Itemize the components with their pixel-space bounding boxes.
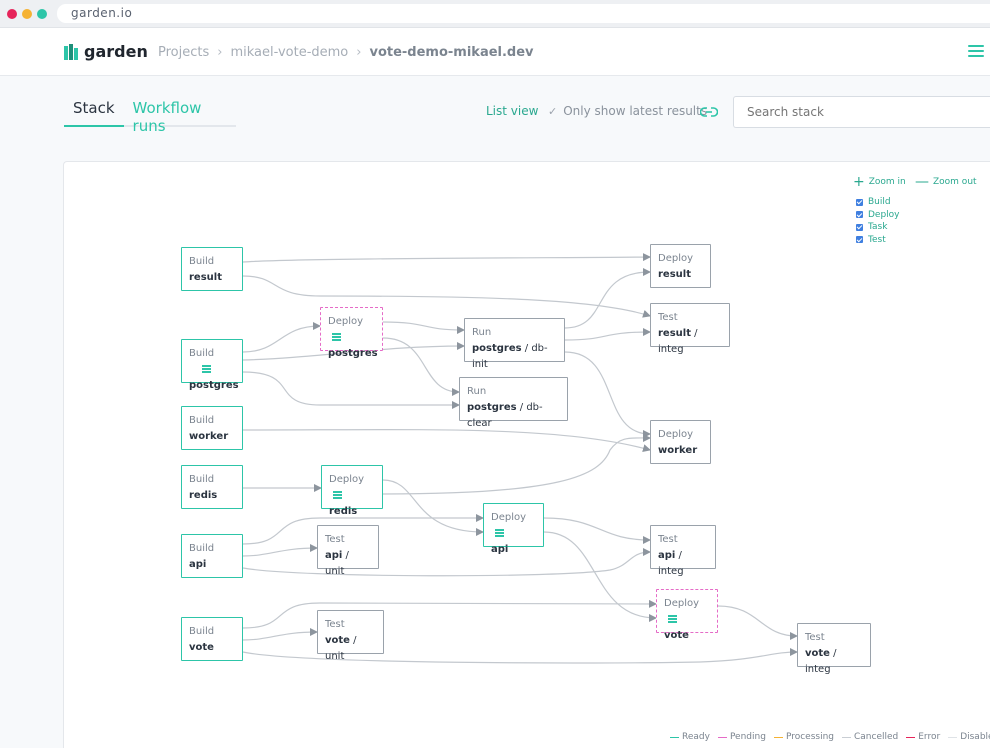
node-test-api-integ[interactable]: Test api / integ <box>650 525 716 577</box>
zoom-in-button[interactable]: +Zoom in <box>853 174 906 190</box>
node-deploy-result[interactable]: Deploy result <box>650 244 711 288</box>
checkbox-icon[interactable] <box>856 236 863 244</box>
node-test-vote-unit[interactable]: Test vote / unit <box>317 610 384 662</box>
node-build-vote[interactable]: Build vote <box>181 617 243 661</box>
legend-pending: Pending <box>717 732 766 742</box>
legend-cancelled: Cancelled <box>842 732 898 742</box>
link-icon[interactable] <box>700 106 718 118</box>
node-menu-icon[interactable] <box>668 615 677 623</box>
tab-stack[interactable]: Stack <box>64 99 124 127</box>
latest-results-label: Only show latest results <box>563 104 708 118</box>
logo-text: garden <box>84 42 148 61</box>
browser-chrome: garden.io <box>0 0 990 28</box>
node-test-vote-integ[interactable]: Test vote / integ <box>797 623 871 675</box>
breadcrumb: Projects › mikael-vote-demo › vote-demo-… <box>158 45 534 60</box>
breadcrumb-project[interactable]: mikael-vote-demo <box>230 45 349 60</box>
view-tabs: Stack Workflow runs <box>64 99 236 135</box>
checkbox-icon[interactable] <box>856 198 863 206</box>
app-header: garden Projects › mikael-vote-demo › vot… <box>0 28 990 76</box>
node-deploy-api[interactable]: Deploy api <box>483 503 544 555</box>
plus-icon: + <box>853 174 865 190</box>
checkmark-icon: ✓ <box>548 105 558 118</box>
node-build-postgres[interactable]: Build postgres <box>181 339 243 391</box>
checkbox-icon[interactable] <box>856 223 863 231</box>
latest-results-toggle[interactable]: ✓ Only show latest results <box>548 104 707 118</box>
filter-test[interactable]: Test <box>856 234 900 247</box>
node-menu-icon[interactable] <box>202 365 211 373</box>
garden-logo[interactable]: garden <box>64 42 148 61</box>
hamburger-menu-icon[interactable] <box>968 45 984 58</box>
breadcrumb-separator: › <box>356 45 362 60</box>
node-build-result[interactable]: Build result <box>181 247 243 291</box>
zoom-out-button[interactable]: —Zoom out <box>915 174 977 190</box>
filter-build[interactable]: Build <box>856 196 900 209</box>
node-run-db-init[interactable]: Run postgres / db-init <box>464 318 565 370</box>
minimize-window-button[interactable] <box>22 9 32 19</box>
close-window-button[interactable] <box>7 9 17 19</box>
node-menu-icon[interactable] <box>495 529 504 537</box>
node-build-api[interactable]: Build api <box>181 534 243 578</box>
node-deploy-worker[interactable]: Deploy worker <box>650 420 711 464</box>
type-filters: Build Deploy Task Test <box>856 196 900 246</box>
node-deploy-redis[interactable]: Deploy redis <box>321 465 383 517</box>
address-bar[interactable]: garden.io <box>57 4 990 23</box>
search-stack-input[interactable] <box>733 96 990 128</box>
status-legend: Ready Pending Processing Cancelled Error… <box>670 732 990 742</box>
node-deploy-postgres[interactable]: Deploy postgres <box>320 307 383 359</box>
list-view-link[interactable]: List view <box>486 104 539 118</box>
breadcrumb-projects[interactable]: Projects <box>158 45 210 60</box>
node-deploy-vote[interactable]: Deploy vote <box>656 589 718 641</box>
legend-disabled: Disabled <box>948 732 990 742</box>
node-test-result-integ[interactable]: Test result / integ <box>650 303 730 355</box>
tab-workflow-runs[interactable]: Workflow runs <box>132 99 202 135</box>
breadcrumb-environment[interactable]: vote-demo-mikael.dev <box>369 45 534 60</box>
minus-icon: — <box>915 174 929 190</box>
node-menu-icon[interactable] <box>333 491 342 499</box>
node-menu-icon[interactable] <box>332 333 341 341</box>
legend-error: Error <box>906 732 940 742</box>
node-run-db-clear[interactable]: Run postgres / db-clear <box>459 377 568 429</box>
breadcrumb-separator: › <box>217 45 223 60</box>
checkbox-icon[interactable] <box>856 211 863 219</box>
legend-processing: Processing <box>773 732 834 742</box>
legend-ready: Ready <box>670 732 710 742</box>
node-build-redis[interactable]: Build redis <box>181 465 243 509</box>
filter-task[interactable]: Task <box>856 221 900 234</box>
node-build-worker[interactable]: Build worker <box>181 406 243 450</box>
node-test-api-unit[interactable]: Test api / unit <box>317 525 379 577</box>
filter-deploy[interactable]: Deploy <box>856 209 900 222</box>
garden-logo-icon <box>64 43 79 60</box>
maximize-window-button[interactable] <box>37 9 47 19</box>
